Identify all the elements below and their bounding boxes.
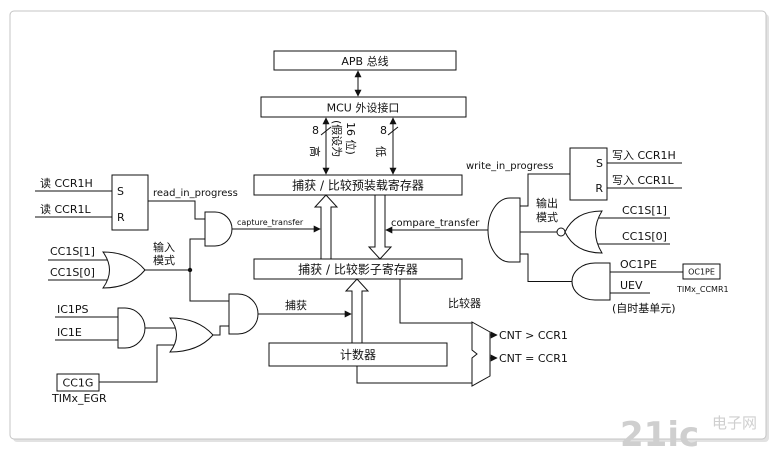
wire-oc1pe-gate-out bbox=[520, 253, 572, 282]
watermark-site: 电子网 bbox=[712, 414, 757, 432]
read-latch-box bbox=[111, 174, 149, 231]
write-ccr1h-label: 写入 CCR1H bbox=[612, 149, 676, 162]
apb-bus-box bbox=[273, 50, 457, 71]
write-ccr1l-label: 写入 CCR1L bbox=[612, 174, 674, 187]
ic1e-label: IC1E bbox=[57, 326, 82, 339]
uev-label: UEV bbox=[620, 279, 643, 292]
wire-write-in-progress bbox=[520, 173, 570, 207]
comparator-symbol bbox=[471, 321, 491, 387]
oc1pe-input-label: OC1PE bbox=[620, 258, 657, 271]
read-in-progress-label: read_in_progress bbox=[153, 188, 238, 199]
read-ccr1h-label: 读 CCR1H bbox=[40, 176, 93, 190]
high-byte-width: 8 bbox=[312, 124, 319, 137]
read-latch-set: S bbox=[117, 185, 124, 198]
apb-bus-label: APB 总线 bbox=[341, 54, 388, 68]
high-byte-label: 高 bbox=[308, 146, 322, 157]
input-cc1s0-label: CC1S[0] bbox=[50, 266, 95, 279]
preload-register-box bbox=[253, 174, 463, 196]
low-byte-width: 8 bbox=[380, 124, 387, 137]
output-cc1s1-label: CC1S[1] bbox=[622, 204, 667, 217]
preload-to-shadow-hollow-arrow bbox=[367, 194, 393, 260]
input-mode-label-line2: 模式 bbox=[153, 254, 175, 267]
counter-to-shadow-hollow-arrow bbox=[344, 278, 370, 344]
mcu-interface-label: MCU 外设接口 bbox=[327, 102, 400, 115]
capture-transfer-label: capture_transfer bbox=[237, 218, 304, 227]
cc1g-label: CC1G bbox=[63, 377, 94, 390]
wire-capture-trigger-out bbox=[213, 325, 229, 336]
wire-cc1g bbox=[99, 344, 174, 383]
bus-width-note-line1: (假设为 bbox=[330, 120, 344, 157]
preload-register-label: 捕获 / 比较预装载寄存器 bbox=[292, 178, 424, 193]
oc1pe-and-gate bbox=[571, 262, 611, 301]
wire-shadow-to-comparator bbox=[399, 279, 472, 324]
output-mode-label-line1: 输出 bbox=[536, 196, 558, 210]
input-mode-junction-dot bbox=[187, 267, 193, 273]
input-cc1s1-label: CC1S[1] bbox=[50, 245, 95, 258]
write-latch-reset: R bbox=[595, 182, 603, 195]
output-mode-inverter-bubble bbox=[556, 227, 566, 237]
read-latch-reset: R bbox=[117, 211, 125, 224]
wire-counter-to-comparator bbox=[356, 366, 472, 384]
watermark-brand: 21ic bbox=[620, 415, 699, 451]
shadow-register-label: 捕获 / 比较影子寄存器 bbox=[298, 262, 418, 277]
capture-enable-and-gate bbox=[228, 293, 259, 335]
compare-transfer-label: compare_transfer bbox=[391, 218, 480, 229]
compare-and-gate bbox=[487, 197, 521, 263]
oc1pe-register-label: OC1PE bbox=[688, 268, 715, 277]
shadow-to-preload-hollow-arrow bbox=[313, 194, 339, 260]
wire-read-in-progress bbox=[148, 200, 205, 220]
bus-width-note-line2: 16 位) bbox=[344, 122, 358, 155]
ic1ps-label: IC1PS bbox=[57, 303, 89, 316]
output-cc1s0-label: CC1S[0] bbox=[622, 230, 667, 243]
output-mode-label-line2: 模式 bbox=[536, 211, 558, 224]
uev-source-label: (自时基单元) bbox=[612, 302, 676, 315]
capture-and-gate bbox=[204, 211, 233, 247]
capture-label: 捕获 bbox=[285, 298, 307, 312]
input-mode-label-line1: 输入 bbox=[153, 240, 175, 254]
cnt-greater-label: CNT > CCR1 bbox=[499, 329, 568, 342]
input-mode-or-gate bbox=[102, 251, 146, 289]
oc1pe-register-box bbox=[682, 263, 721, 280]
counter-label: 计数器 bbox=[340, 347, 376, 362]
low-byte-label: 低 bbox=[374, 146, 387, 157]
write-in-progress-label: write_in_progress bbox=[466, 161, 553, 172]
mcu-interface-box bbox=[260, 96, 467, 118]
capture-trigger-or-gate bbox=[168, 317, 214, 353]
shadow-register-box bbox=[253, 258, 463, 280]
high-byte-bus-slash bbox=[320, 126, 332, 136]
comparator-label: 比较器 bbox=[448, 296, 481, 310]
timx-egr-label: TIMx_EGR bbox=[51, 392, 107, 405]
read-ccr1l-label: 读 CCR1L bbox=[40, 202, 91, 216]
cnt-equal-label: CNT = CCR1 bbox=[499, 352, 568, 365]
timx-ccmr1-label: TIMx_CCMR1 bbox=[676, 285, 729, 294]
ic1-and-gate bbox=[117, 307, 146, 349]
write-latch-set: S bbox=[596, 157, 603, 170]
low-byte-bus-slash bbox=[387, 126, 399, 136]
output-mode-nor-gate bbox=[564, 210, 603, 254]
write-latch-box bbox=[569, 147, 608, 201]
